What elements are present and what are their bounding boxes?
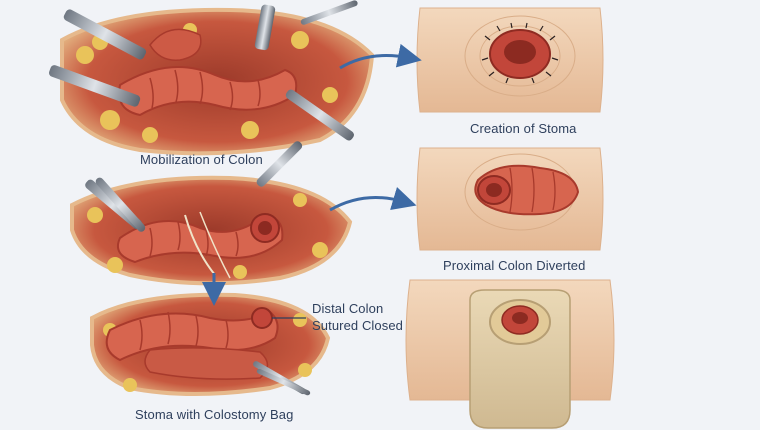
panel-stoma-creation	[416, 7, 604, 113]
clamp-icon	[85, 141, 303, 232]
label-distal-callout-line1: Distal Colon	[312, 301, 384, 316]
colon-loop-upper	[149, 28, 202, 61]
label-stoma-bag: Stoma with Colostomy Bag	[135, 407, 294, 422]
arrow-to-proximal-diverted	[329, 187, 417, 212]
panel-colostomy-bag	[405, 279, 615, 429]
flow-arrows	[202, 43, 422, 306]
colon-segment-mid	[116, 213, 284, 264]
label-distal-callout-line2: Sutured Closed	[312, 318, 404, 333]
panel-mobilization	[49, 0, 375, 156]
suture-marks	[481, 22, 559, 84]
arrow-to-stoma-creation	[339, 43, 422, 70]
forceps-icon	[253, 361, 311, 396]
panel-proximal-diverted	[416, 147, 604, 251]
label-mobilization: Mobilization of Colon	[140, 152, 263, 167]
label-proximal-diverted: Proximal Colon Diverted	[443, 258, 586, 273]
panel-colon-mobilized	[70, 141, 353, 286]
retractor-icon	[49, 0, 358, 141]
label-stoma-creation: Creation of Stoma	[470, 121, 577, 136]
panel-distal-closure	[90, 292, 331, 396]
colon-segment-bottom	[105, 310, 279, 362]
